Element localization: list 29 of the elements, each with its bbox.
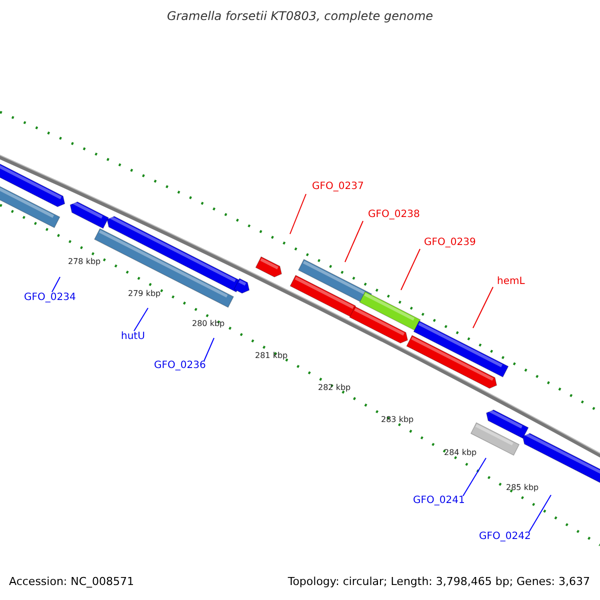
leader-line bbox=[204, 338, 214, 362]
gene-label: GFO_0237 bbox=[312, 182, 364, 192]
gene-label: GFO_0234 bbox=[24, 293, 76, 303]
leader-line bbox=[400, 248, 420, 290]
leader-line bbox=[472, 286, 494, 328]
genome-summary: Topology: circular; Length: 3,798,465 bp; Genes: 3,637 bbox=[288, 576, 590, 587]
leader-line bbox=[528, 494, 552, 532]
gene-label: hemL bbox=[497, 277, 525, 287]
gene-label: hutU bbox=[121, 332, 145, 342]
gene-label: GFO_0242 bbox=[479, 532, 531, 542]
leader-line bbox=[52, 276, 60, 292]
title: Gramella forsetii KT0803, complete genome bbox=[166, 10, 434, 22]
scale-label: 278 kbp bbox=[68, 258, 101, 266]
gene-label: GFO_0241 bbox=[413, 496, 465, 506]
scale-label: 282 kbp bbox=[318, 384, 351, 392]
gene-label: GFO_0239 bbox=[424, 238, 476, 248]
scale-label: 281 kbp bbox=[255, 352, 288, 360]
gene-label: GFO_0238 bbox=[368, 210, 420, 220]
scale-label: 279 kbp bbox=[128, 290, 161, 298]
gene-label: GFO_0236 bbox=[154, 361, 206, 371]
accession-text: Accession: NC_008571 bbox=[9, 576, 134, 587]
scale-label: 280 kbp bbox=[192, 320, 225, 328]
leader-line bbox=[290, 194, 306, 234]
scale-label: 285 kbp bbox=[506, 484, 539, 492]
scale-label: 283 kbp bbox=[381, 416, 414, 424]
leader-line bbox=[462, 458, 486, 496]
scale-label: 284 kbp bbox=[444, 449, 477, 457]
leader-line bbox=[344, 220, 364, 262]
leader-line bbox=[134, 308, 148, 332]
